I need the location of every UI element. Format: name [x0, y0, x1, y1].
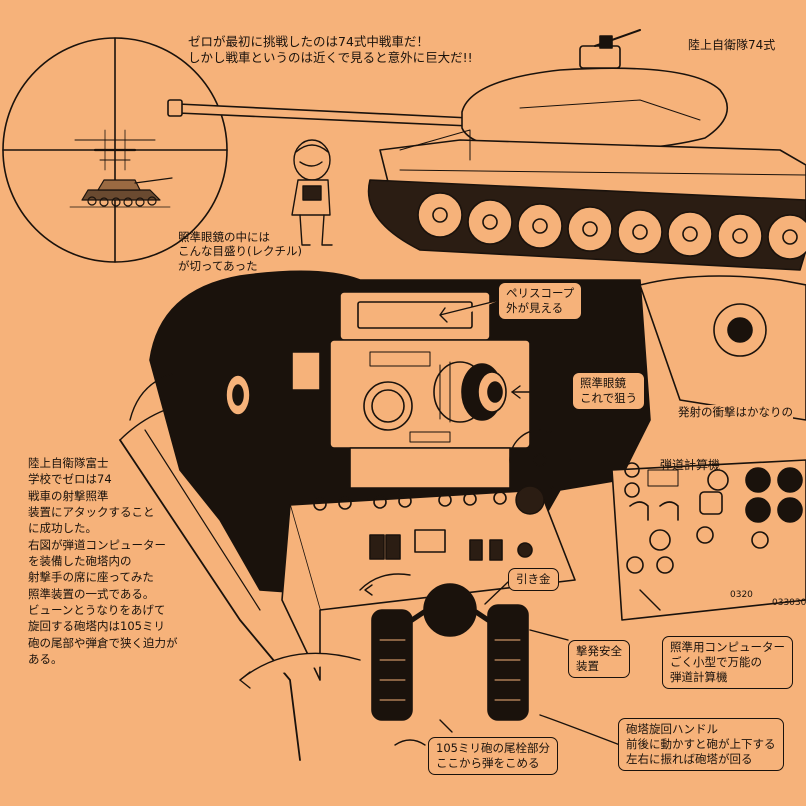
control-box [281, 489, 576, 681]
callout-periscope: ペリスコープ 外が見える [498, 282, 583, 320]
callout-trigger: 引き金 [508, 568, 559, 591]
ballistic-computer-panel [611, 459, 806, 621]
gunner-grip-handles [371, 583, 529, 721]
callout-computer: 照準用コンピューター ごく小型で万能の 弾道計算機 [662, 636, 793, 689]
callout-handle: 砲塔旋回ハンドル 前後に動かすと砲が上下する 左右に振れば砲塔が回る [618, 718, 784, 771]
panel-code-1: 0320 [730, 590, 753, 600]
reticle-caption: 照準眼鏡の中には こんな目盛り(レクチル) が切ってあった [178, 230, 302, 273]
computer-panel-title: 弾道計算機 [660, 458, 721, 472]
callout-sight: 照準眼鏡 これで狙う [572, 372, 646, 410]
reticle-scope-view [2, 37, 228, 263]
left-description: 陸上自衛隊富士 学校でゼロは74 戦車の射撃照準 装置にアタックすること に成功… [28, 456, 178, 666]
callout-safety: 撃発安全 装置 [568, 640, 630, 678]
recoil-indicator-device [639, 275, 806, 421]
elevation-handwheel [509, 429, 571, 515]
callout-recoil: 発射の衝撃はかなりの [678, 405, 793, 420]
zero-character [291, 139, 333, 246]
gunner-sight-eyepiece [433, 361, 507, 423]
corner-title: 陸上自衛隊74式 [688, 38, 776, 52]
small-tank-in-reticle [69, 177, 173, 208]
side-knobs-left [225, 351, 321, 416]
callout-arrows [239, 299, 661, 746]
callout-breech: 105ミリ砲の尾栓部分 ここから弾をこめる [428, 737, 558, 775]
panel-code-2: 033030 [772, 598, 806, 608]
type74-tank-illustration [167, 29, 806, 271]
headline-text: ゼロが最初に挑戦したのは74式中戦車だ！ しかし戦車というのは近くで見ると意外に… [188, 34, 473, 65]
